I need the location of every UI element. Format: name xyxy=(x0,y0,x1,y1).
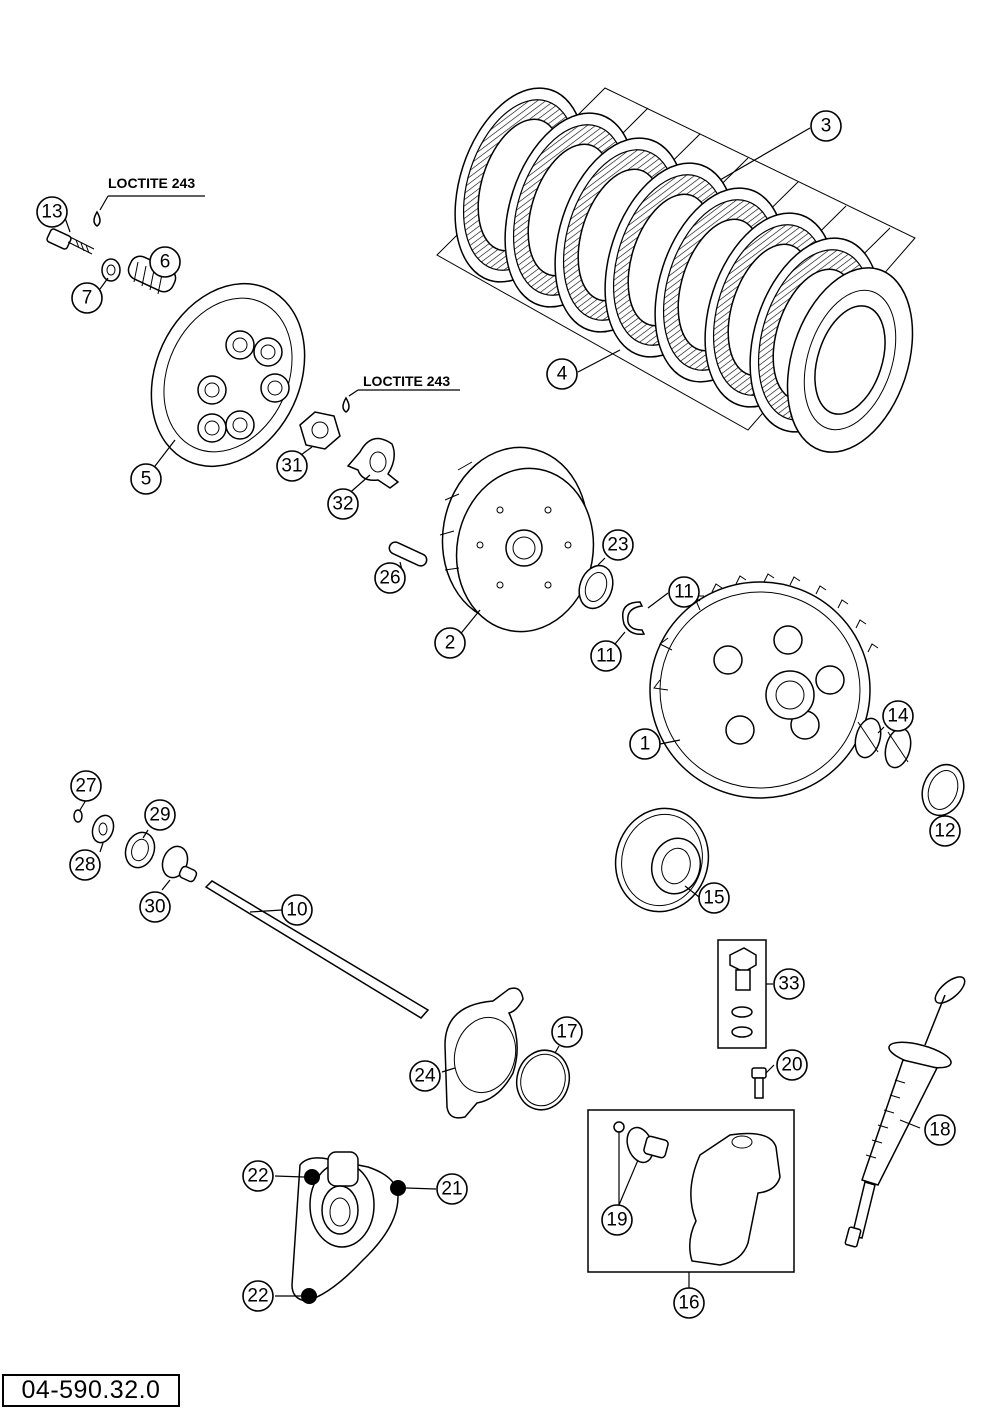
svg-text:14: 14 xyxy=(887,706,909,727)
callout-26: 26 xyxy=(374,562,406,594)
svg-text:26: 26 xyxy=(379,568,400,589)
callout-13: 13 xyxy=(36,196,68,228)
svg-text:4: 4 xyxy=(557,364,568,385)
svg-text:28: 28 xyxy=(74,855,95,876)
callout-5: 5 xyxy=(130,463,162,495)
pressure-piece-30 xyxy=(161,845,198,883)
loctite-drop-mid xyxy=(342,389,460,413)
gasket-24 xyxy=(444,987,524,1119)
loctite-note-top: LOCTITE 243 xyxy=(108,175,195,191)
svg-text:3: 3 xyxy=(821,116,832,137)
callout-27: 27 xyxy=(70,770,102,802)
svg-text:5: 5 xyxy=(141,469,152,490)
callout-23: 23 xyxy=(602,529,634,561)
svg-text:20: 20 xyxy=(781,1055,802,1076)
callout-15: 15 xyxy=(698,882,730,914)
svg-text:13: 13 xyxy=(41,202,62,223)
callout-11-upper: 11 xyxy=(668,576,700,608)
loctite-note-mid: LOCTITE 243 xyxy=(363,373,450,389)
lock-washer-32 xyxy=(346,437,400,489)
svg-text:2: 2 xyxy=(445,633,456,654)
svg-text:12: 12 xyxy=(934,821,955,842)
o-ring-17 xyxy=(515,1049,571,1111)
callout-3: 3 xyxy=(810,110,842,142)
callout-16: 16 xyxy=(673,1287,705,1319)
callout-19: 19 xyxy=(601,1204,633,1236)
svg-text:33: 33 xyxy=(778,974,799,995)
svg-text:21: 21 xyxy=(441,1179,462,1200)
svg-text:19: 19 xyxy=(606,1210,627,1231)
svg-text:6: 6 xyxy=(160,252,171,273)
drawing-reference-number: 04-590.32.0 xyxy=(2,1374,180,1407)
callout-17: 17 xyxy=(551,1016,583,1048)
callout-29: 29 xyxy=(144,799,176,831)
svg-text:15: 15 xyxy=(703,888,724,909)
circlip-11 xyxy=(622,601,646,636)
svg-text:30: 30 xyxy=(144,897,165,918)
pressure-plate xyxy=(150,282,306,468)
thrust-washer-23 xyxy=(578,564,614,610)
clutch-basket-gear xyxy=(649,573,879,799)
clutch-plate-pack xyxy=(436,87,916,453)
callout-18: 18 xyxy=(924,1114,956,1146)
thrust-bearing-29 xyxy=(124,831,156,869)
svg-text:27: 27 xyxy=(75,776,96,797)
inner-clutch-hub xyxy=(439,446,595,633)
leader-lines xyxy=(62,127,946,1297)
svg-text:23: 23 xyxy=(607,535,628,556)
callout-14: 14 xyxy=(882,700,914,732)
callout-6: 6 xyxy=(149,246,181,278)
callout-2: 2 xyxy=(434,627,466,659)
svg-text:16: 16 xyxy=(678,1293,699,1314)
svg-text:24: 24 xyxy=(414,1066,436,1087)
svg-text:1: 1 xyxy=(640,734,651,755)
svg-text:10: 10 xyxy=(286,900,307,921)
callout-31: 31 xyxy=(276,450,308,482)
callout-1: 1 xyxy=(629,728,661,760)
svg-text:22: 22 xyxy=(247,1166,268,1187)
washer-7 xyxy=(101,258,121,282)
callout-24: 24 xyxy=(409,1060,441,1092)
slave-cylinder-box-16 xyxy=(587,1109,795,1273)
svg-text:11: 11 xyxy=(674,582,694,603)
callout-22-lower: 22 xyxy=(242,1280,274,1312)
kit-box-33 xyxy=(717,939,767,1049)
needle-bearing-14 xyxy=(854,717,912,769)
callout-12: 12 xyxy=(929,815,961,847)
callout-32: 32 xyxy=(327,488,359,520)
push-rod-10 xyxy=(204,880,430,1019)
svg-text:32: 32 xyxy=(332,494,353,515)
loctite-drop-top xyxy=(93,195,205,227)
gear-15 xyxy=(614,807,710,913)
washer-12 xyxy=(921,763,965,817)
syringe-18 xyxy=(844,976,966,1248)
callout-22-upper: 22 xyxy=(242,1160,274,1192)
callout-21: 21 xyxy=(436,1173,468,1205)
nut-31 xyxy=(299,411,341,450)
svg-text:18: 18 xyxy=(929,1120,950,1141)
callout-33: 33 xyxy=(773,968,805,1000)
svg-text:17: 17 xyxy=(556,1022,577,1043)
small-circlip-27 xyxy=(73,809,83,823)
bleed-screw-20 xyxy=(751,1067,767,1099)
callout-30: 30 xyxy=(139,891,171,923)
svg-text:7: 7 xyxy=(82,288,93,309)
cover-21 xyxy=(291,1151,406,1304)
screw-13 xyxy=(46,228,95,255)
svg-text:29: 29 xyxy=(149,805,170,826)
svg-text:22: 22 xyxy=(247,1286,268,1307)
svg-text:11: 11 xyxy=(596,646,616,667)
callout-4: 4 xyxy=(546,358,578,390)
callout-10: 10 xyxy=(281,894,313,926)
washer-28 xyxy=(91,814,115,844)
callout-11-lower: 11 xyxy=(590,640,622,672)
svg-text:31: 31 xyxy=(281,456,302,477)
callout-28: 28 xyxy=(69,849,101,881)
pin-26 xyxy=(388,541,428,567)
callout-7: 7 xyxy=(71,282,103,314)
callout-20: 20 xyxy=(776,1049,808,1081)
